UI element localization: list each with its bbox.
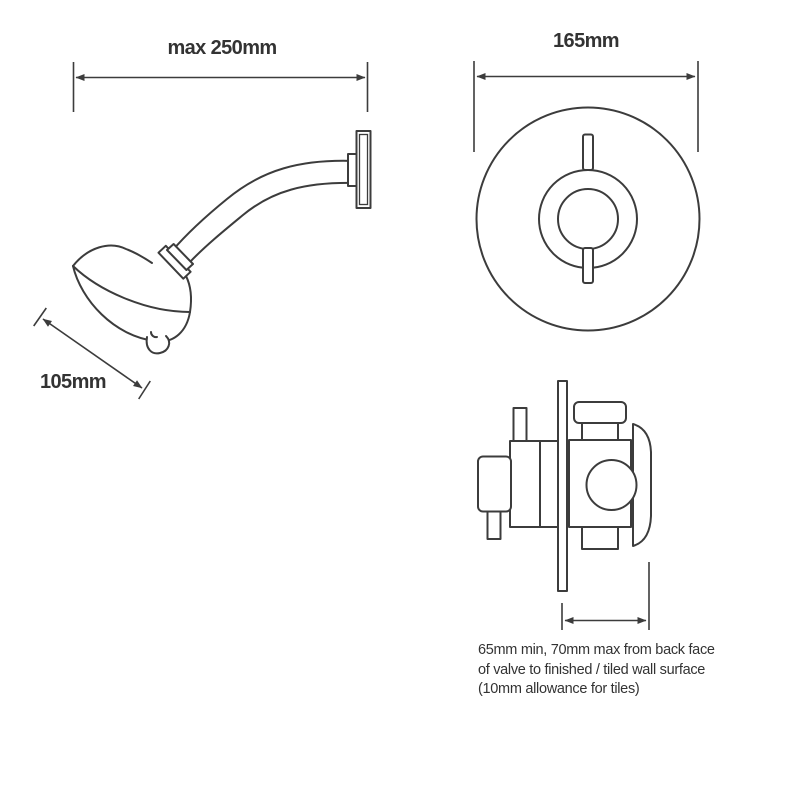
extension-tick	[33, 307, 47, 327]
installation-note: 65mm min, 70mm max from back face of val…	[478, 641, 715, 700]
head-swivel-nub-detail	[150, 331, 158, 339]
installation-note-line: 65mm min, 70mm max from back face	[478, 642, 715, 658]
installation-note-line: of valve to finished / tiled wall surfac…	[478, 661, 706, 678]
valve-body-back	[509, 440, 559, 528]
head-rim-line	[72, 265, 191, 313]
tiled-wall-line	[557, 380, 568, 592]
control-knob	[585, 459, 638, 511]
valve-back-cap	[477, 455, 512, 513]
dimension-arm-reach	[72, 62, 369, 112]
wall-flange	[355, 130, 372, 209]
head-swivel-nub	[145, 335, 171, 355]
lever-cap	[573, 401, 627, 424]
plate-profile	[632, 423, 652, 547]
shower-arm	[171, 159, 356, 264]
dimension-head-diameter	[33, 307, 151, 400]
head-dome-right-edge	[185, 275, 192, 313]
flow-lever	[582, 247, 594, 284]
label-head-diameter: 105mm	[40, 371, 107, 393]
label-arm-reach: max 250mm	[167, 37, 277, 59]
wall-flange-inner-edge	[358, 133, 369, 206]
showerhead-arm-view	[33, 62, 372, 400]
lower-lever	[581, 526, 619, 550]
dimension-line	[42, 318, 143, 389]
head-dome-edge	[72, 244, 153, 267]
inlet-pipe-top	[512, 407, 528, 443]
extension-tick	[138, 380, 151, 400]
lever-neck	[581, 422, 619, 441]
head-face-edge	[72, 265, 191, 343]
outlet-pipe-bottom	[486, 510, 502, 540]
installation-note-line: (10mm allowance for tiles)	[478, 681, 640, 697]
shower-head	[72, 243, 194, 355]
head-cone-band	[166, 243, 194, 271]
valve-front-view	[473, 61, 701, 332]
head-cone-flare	[157, 244, 192, 280]
control-hub	[557, 188, 619, 250]
dimension-wall-depth	[561, 562, 650, 630]
dimension-plate-diameter	[473, 61, 699, 152]
temperature-lever	[582, 133, 594, 171]
valve-side-view	[477, 380, 652, 630]
label-plate-diameter: 165mm	[553, 30, 620, 52]
